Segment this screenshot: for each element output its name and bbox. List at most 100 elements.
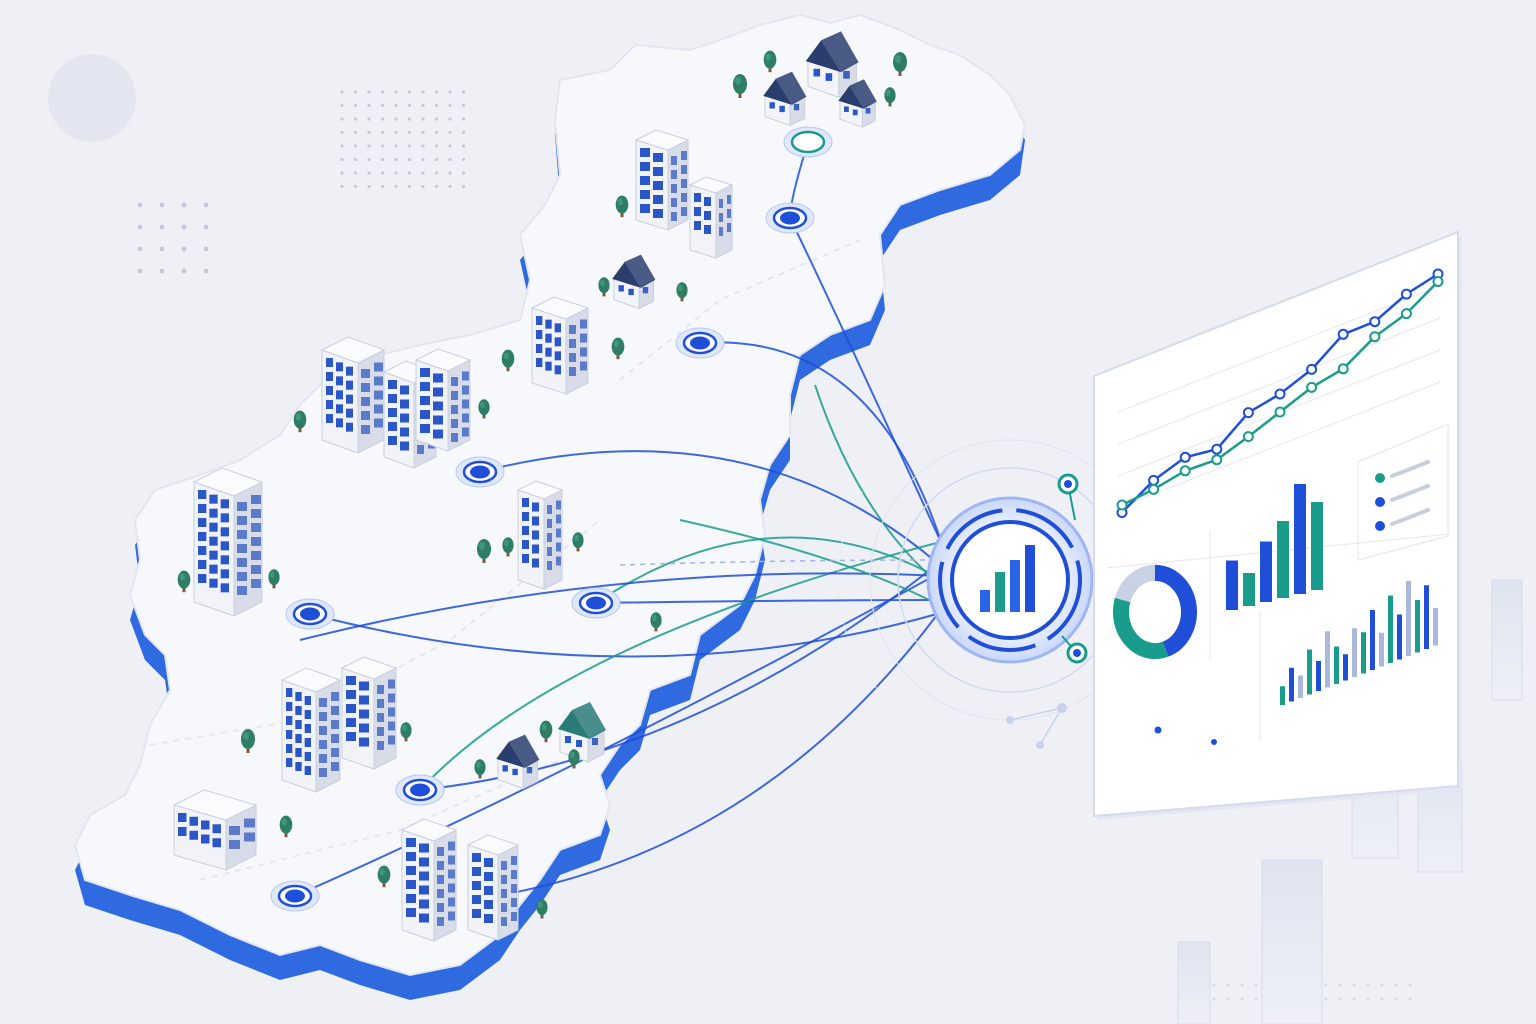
grid-dot (367, 157, 371, 162)
southwest-office (172, 789, 258, 871)
grid-dot (1240, 983, 1244, 987)
grid-dot (394, 171, 398, 175)
line-point (1211, 454, 1223, 466)
tree (611, 337, 625, 360)
line-point (1211, 443, 1223, 455)
histogram-bar (1406, 581, 1411, 656)
grid-dot (448, 103, 452, 108)
grid-dot (1352, 983, 1356, 987)
histogram-bar (1370, 610, 1375, 670)
downtown-tower-3 (414, 348, 472, 452)
grid-dot (407, 144, 412, 148)
grid-dot (407, 117, 412, 121)
tree (598, 277, 610, 297)
node-west-tower[interactable] (285, 598, 335, 630)
house-north-2 (805, 31, 859, 99)
apartment-block-central (530, 296, 590, 395)
grid-dot (421, 103, 425, 108)
tree (502, 537, 514, 557)
grid-dot (1338, 997, 1342, 1001)
grid-dot (461, 103, 466, 108)
node-downtown-cluster[interactable] (455, 456, 505, 488)
grid-dot (353, 90, 358, 94)
grid-dot (367, 117, 371, 121)
histogram-bar (1298, 675, 1303, 698)
grid-dot (448, 157, 452, 162)
line-point (1337, 328, 1349, 340)
node-south-houses[interactable] (571, 587, 621, 619)
grid-dot (340, 90, 344, 94)
tree (893, 52, 907, 76)
grid-dot (461, 90, 466, 94)
grid-dot (434, 117, 439, 121)
bar (1260, 541, 1272, 602)
grid-dot (1380, 997, 1384, 1001)
grid-dot (1254, 983, 1258, 987)
donut-slice (1154, 564, 1197, 657)
grid-dot (380, 184, 385, 189)
node-residential-north[interactable] (783, 126, 833, 158)
node-southwest-office[interactable] (270, 880, 320, 912)
grid-dot (380, 171, 385, 175)
grid-dot (1352, 997, 1356, 1001)
grid-dot (380, 103, 385, 108)
chart-gridline (1117, 381, 1441, 509)
line-point (1179, 465, 1191, 477)
grid-dot (407, 157, 412, 162)
tree (501, 349, 515, 372)
histogram-bar (1352, 628, 1357, 677)
histogram-bar (1289, 667, 1294, 702)
donut-slice (1113, 597, 1169, 660)
grid-dot (367, 90, 371, 94)
grid-dot (340, 103, 344, 108)
grid-dot (340, 157, 344, 162)
node-south-highrise[interactable] (395, 774, 445, 806)
grid-dot (353, 157, 358, 162)
legend-marker (1375, 521, 1385, 531)
grid-dot (137, 268, 143, 274)
histogram-bar (1316, 661, 1321, 691)
grid-dot (421, 157, 425, 162)
node-suburb-house[interactable] (675, 327, 725, 359)
line-point (1274, 406, 1286, 418)
grid-dot (367, 144, 371, 148)
tree (733, 74, 747, 98)
grid-dot (380, 144, 385, 148)
house-south-1 (496, 734, 540, 790)
histogram-bar (1325, 631, 1330, 688)
grid-dot (159, 268, 165, 274)
south-highrise-1 (400, 818, 458, 942)
grid-dot (421, 171, 425, 175)
node-office-twin-towers[interactable] (765, 202, 815, 234)
histogram-bar (1379, 632, 1384, 667)
grid-dot (434, 171, 439, 175)
grid-dot (340, 117, 344, 121)
tree (377, 865, 391, 888)
grid-dot (461, 130, 466, 135)
grid-dot (421, 184, 425, 189)
legend-marker (1375, 473, 1385, 483)
legend-line (1390, 484, 1430, 502)
grid-dot (137, 202, 143, 208)
grid-dot (394, 117, 398, 121)
grid-dot (394, 144, 398, 148)
grid-dot (353, 184, 358, 189)
line-point (1274, 388, 1286, 400)
line-point (1148, 474, 1160, 486)
connection-line (679, 519, 953, 613)
grid-dot (353, 171, 358, 175)
tree (478, 399, 490, 419)
grid-dot (203, 246, 209, 252)
connection-line (479, 450, 953, 577)
tree (763, 50, 777, 73)
histogram-bar (1307, 649, 1312, 695)
highlight-dot (1154, 726, 1162, 734)
line-point (1306, 381, 1318, 393)
grid-dot (159, 202, 165, 208)
south-apartments-2 (340, 656, 398, 770)
histogram-bar (1397, 614, 1402, 660)
grid-dot (1254, 997, 1258, 1001)
office-tower-north (634, 129, 690, 231)
south-highrise-2 (466, 834, 520, 941)
grid-dot (380, 90, 385, 94)
